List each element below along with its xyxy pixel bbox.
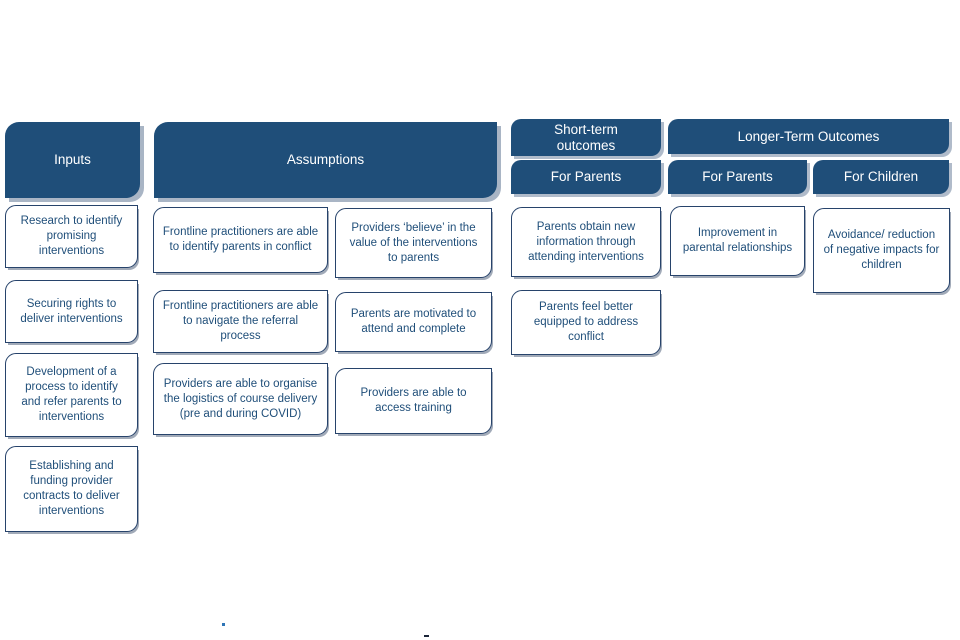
input-box-referral-process: Development of a process to identify and… — [5, 353, 138, 437]
header-longer-term-for-children-label: For Children — [843, 169, 919, 184]
header-assumptions: Assumptions — [154, 122, 497, 198]
assumption-box-access-training: Providers are able to access training — [335, 368, 492, 434]
short-term-box-better-equipped: Parents feel better equipped to address … — [511, 290, 661, 355]
header-longer-term-for-children: For Children — [813, 160, 949, 194]
input-box-research: Research to identify promising intervent… — [5, 205, 138, 268]
header-inputs: Inputs — [5, 122, 140, 198]
header-longer-term-for-parents-label: For Parents — [702, 169, 773, 184]
assumption-box-organise-logistics: Providers are able to organise the logis… — [153, 363, 328, 435]
header-short-term-outcomes: Short-term outcomes — [511, 119, 661, 156]
header-short-term-for-parents: For Parents — [511, 160, 661, 194]
header-longer-term-for-parents: For Parents — [668, 160, 807, 194]
longer-term-box-negative-impacts: Avoidance/ reduction of negative impacts… — [813, 208, 950, 293]
assumption-box-parents-motivated: Parents are motivated to attend and comp… — [335, 292, 492, 352]
stray-dot — [222, 623, 225, 626]
header-short-term-for-parents-label: For Parents — [550, 169, 622, 184]
assumption-box-providers-believe: Providers ‘believe’ in the value of the … — [335, 208, 492, 278]
assumption-box-navigate-referral: Frontline practitioners are able to navi… — [153, 290, 328, 353]
short-term-box-new-information: Parents obtain new information through a… — [511, 207, 661, 277]
header-short-term-outcomes-label: Short-term outcomes — [554, 121, 618, 153]
header-inputs-label: Inputs — [54, 152, 91, 167]
input-box-securing-rights: Securing rights to deliver interventions — [5, 280, 138, 343]
input-box-provider-contracts: Establishing and funding provider contra… — [5, 446, 138, 532]
header-longer-term-outcomes: Longer-Term Outcomes — [668, 119, 949, 154]
stray-dash — [424, 635, 429, 637]
assumption-box-identify-parents: Frontline practitioners are able to iden… — [153, 207, 328, 273]
header-assumptions-label: Assumptions — [286, 152, 365, 167]
header-longer-term-outcomes-label: Longer-Term Outcomes — [737, 128, 880, 144]
longer-term-box-parental-relationships: Improvement in parental relationships — [670, 206, 805, 276]
